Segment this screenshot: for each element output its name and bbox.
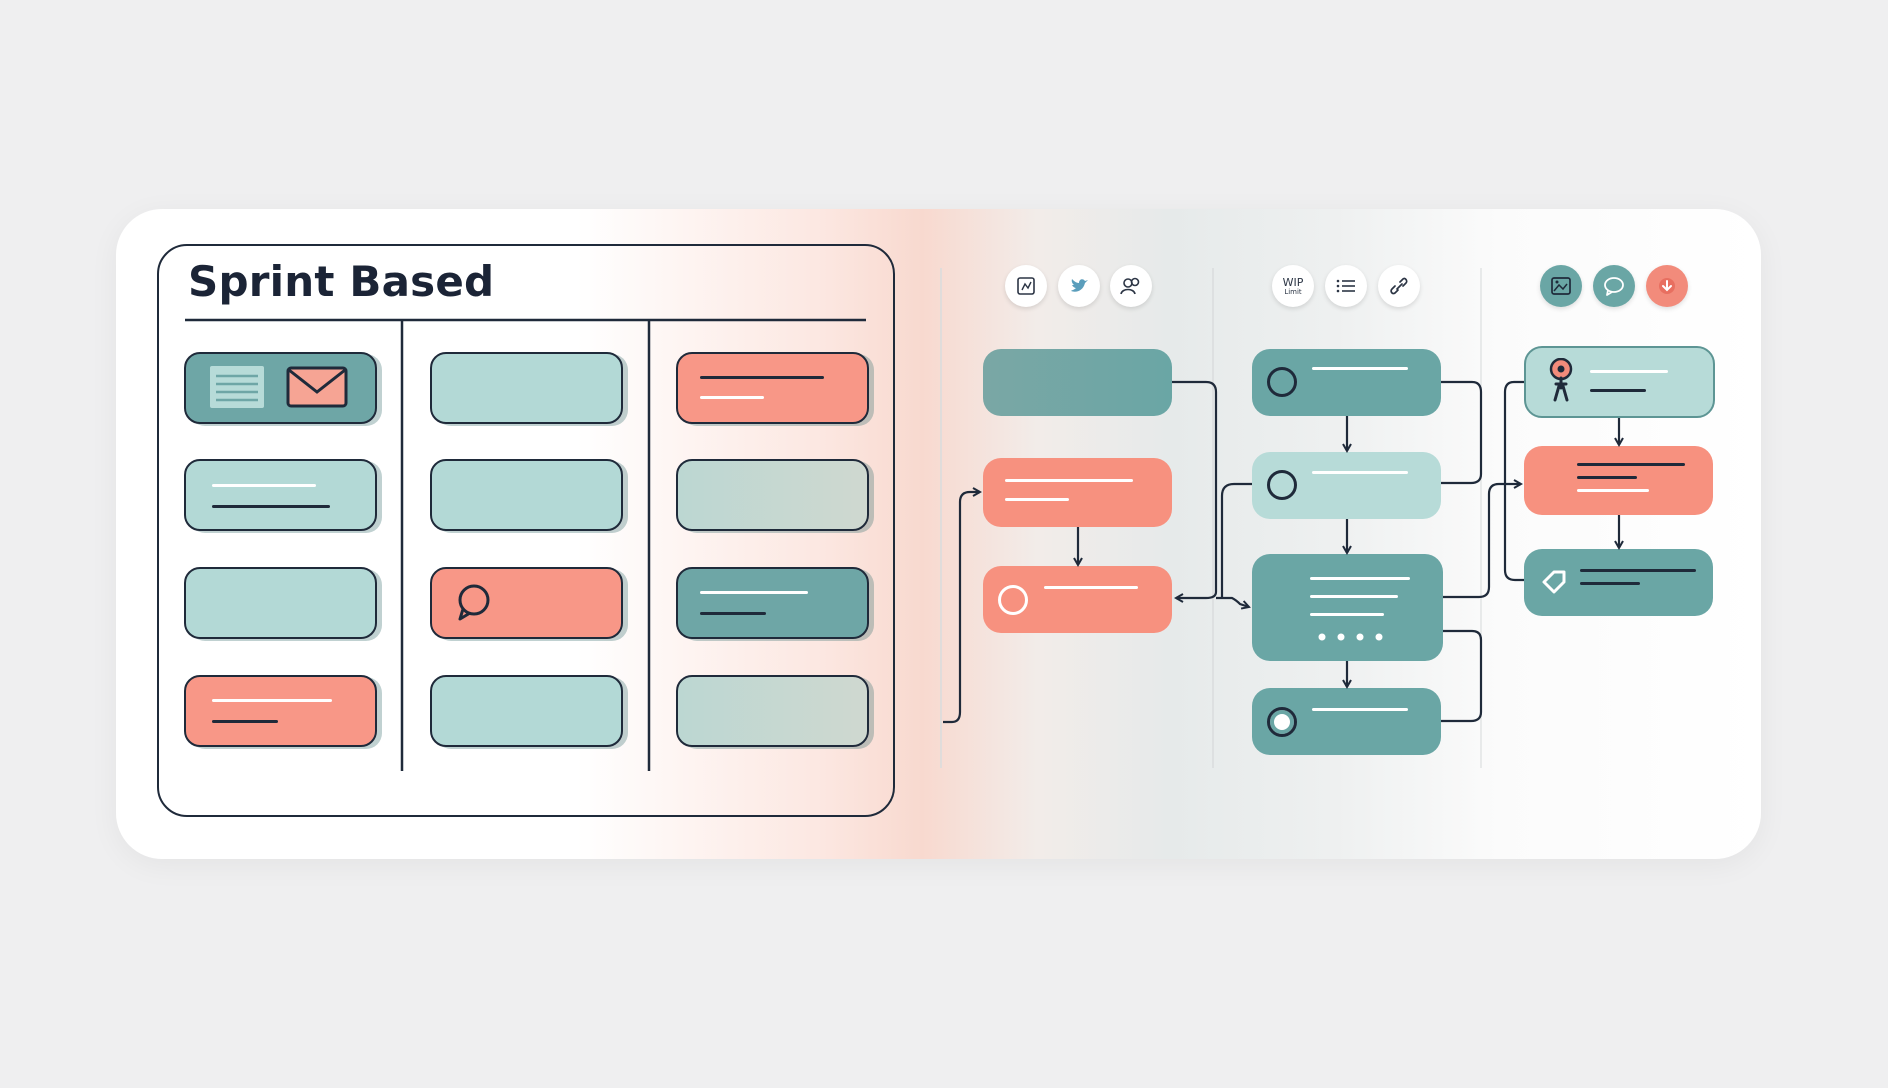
card-text-line	[700, 612, 766, 615]
twitter-icon[interactable]	[1058, 265, 1100, 307]
status-circle-icon	[1267, 367, 1297, 397]
status-circle-icon	[1267, 707, 1297, 737]
document-icon	[210, 366, 264, 408]
card-text-line	[700, 376, 824, 379]
card[interactable]	[676, 459, 869, 531]
node-text-line	[1310, 577, 1410, 580]
wip-subtext: Limit	[1284, 287, 1302, 296]
node-text-line	[1577, 463, 1685, 466]
card-text-line	[212, 720, 278, 723]
node-text-line	[1312, 471, 1408, 474]
users-icon[interactable]	[1110, 265, 1152, 307]
download-icon[interactable]	[1646, 265, 1688, 307]
flow-node[interactable]	[1252, 349, 1441, 416]
list-icon[interactable]	[1325, 265, 1367, 307]
wip-text: WIP	[1282, 275, 1304, 289]
status-circle-icon	[998, 585, 1028, 615]
card[interactable]	[430, 459, 623, 531]
card[interactable]	[430, 675, 623, 747]
card[interactable]	[676, 675, 869, 747]
flow-node[interactable]	[1252, 688, 1441, 755]
card[interactable]	[676, 567, 869, 639]
node-text-line	[1312, 708, 1408, 711]
link-icon[interactable]	[1378, 265, 1420, 307]
node-text-line	[1005, 479, 1133, 482]
more-dots-icon	[1318, 633, 1383, 641]
card[interactable]	[676, 352, 869, 424]
tag-icon	[1542, 570, 1566, 594]
node-text-line	[1590, 389, 1646, 392]
flow-node[interactable]	[1252, 452, 1441, 519]
card-comment[interactable]	[430, 567, 623, 639]
diagram-canvas	[116, 209, 1761, 859]
card-text-line	[212, 484, 316, 487]
node-text-line	[1312, 367, 1408, 370]
card[interactable]	[184, 675, 377, 747]
card[interactable]	[184, 459, 377, 531]
node-text-line	[1577, 489, 1649, 492]
node-text-line	[1044, 586, 1138, 589]
envelope-icon	[286, 366, 348, 408]
card-text-line	[212, 505, 330, 508]
card[interactable]	[184, 567, 377, 639]
node-text-line	[1577, 476, 1637, 479]
board-title: Sprint Based	[188, 257, 495, 306]
node-text-line	[1580, 582, 1640, 585]
node-text-line	[1590, 370, 1668, 373]
card-text-line	[700, 591, 808, 594]
person-pin-icon	[1549, 358, 1573, 402]
flow-node[interactable]	[983, 566, 1172, 633]
flow-node[interactable]	[983, 458, 1172, 527]
wip-limit-icon[interactable]: WIP Limit	[1272, 265, 1314, 307]
node-text-line	[1310, 613, 1384, 616]
status-circle-icon	[1267, 470, 1297, 500]
flow-node-large[interactable]	[1252, 554, 1443, 661]
flow-node[interactable]	[1524, 446, 1713, 515]
card-text-line	[700, 396, 764, 399]
node-text-line	[1580, 569, 1696, 572]
chart-icon[interactable]	[1005, 265, 1047, 307]
comment-icon	[458, 584, 490, 621]
image-icon[interactable]	[1540, 265, 1582, 307]
flow-node[interactable]	[983, 349, 1172, 416]
chat-icon[interactable]	[1593, 265, 1635, 307]
card[interactable]	[430, 352, 623, 424]
sprint-board	[157, 244, 895, 817]
node-text-line	[1310, 595, 1398, 598]
flow-node-assignee[interactable]	[1524, 346, 1715, 418]
flow-node[interactable]	[1524, 549, 1713, 616]
node-text-line	[1005, 498, 1069, 501]
card-text-line	[212, 699, 332, 702]
card-email[interactable]	[184, 352, 377, 424]
